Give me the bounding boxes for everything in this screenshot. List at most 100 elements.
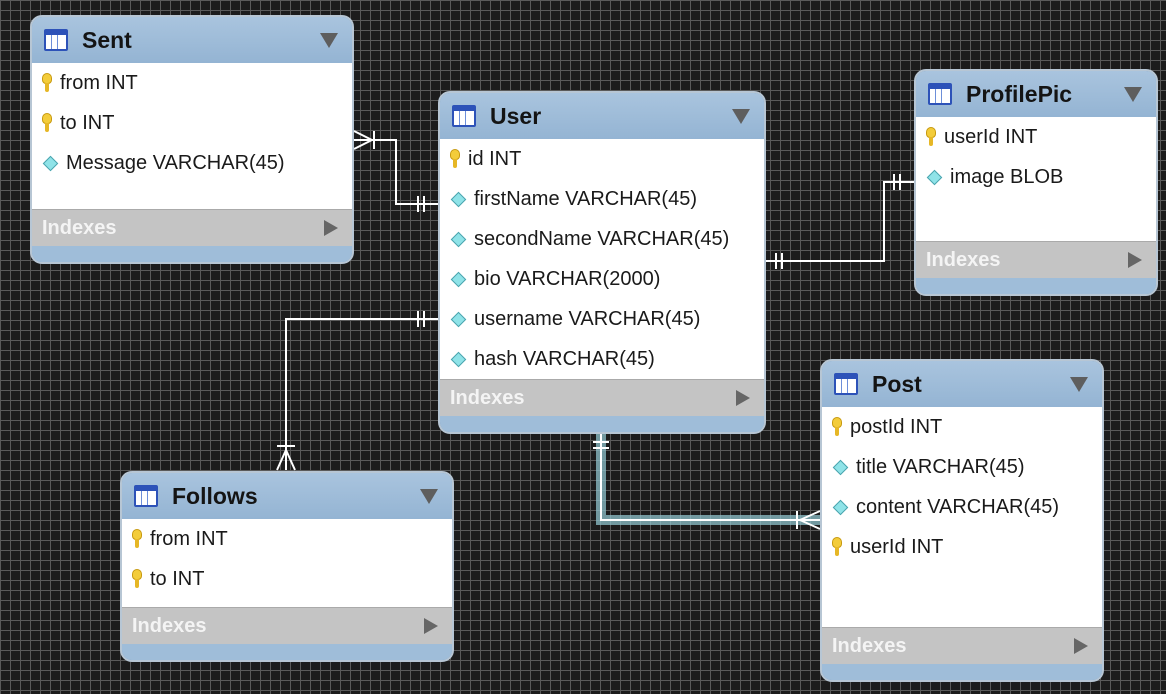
column-label: bio VARCHAR(2000) — [474, 267, 661, 290]
entity-title: User — [490, 102, 542, 129]
column-row[interactable]: postId INT — [822, 407, 1102, 447]
column-diamond-icon — [450, 231, 467, 247]
column-label: from INT — [60, 71, 138, 94]
column-row[interactable]: hash VARCHAR(45) — [440, 339, 764, 379]
indexes-section[interactable]: Indexes — [822, 627, 1102, 664]
column-label: userId INT — [944, 125, 1038, 148]
column-diamond-icon — [450, 351, 467, 367]
entity-header[interactable]: Post — [822, 361, 1102, 407]
column-row[interactable]: secondName VARCHAR(45) — [440, 219, 764, 259]
entity-footer — [122, 644, 452, 660]
column-row[interactable]: image BLOB — [916, 157, 1156, 197]
collapse-arrow-icon[interactable] — [732, 109, 750, 124]
column-label: to INT — [60, 111, 115, 134]
indexes-section[interactable]: Indexes — [916, 241, 1156, 278]
table-icon — [134, 485, 158, 507]
entity-title: Follows — [172, 482, 258, 509]
entity-footer — [440, 416, 764, 432]
primary-key-icon — [42, 73, 52, 93]
entity-title: Post — [872, 370, 922, 397]
entity-post[interactable]: Post postId INT title VARCHAR(45) conten… — [820, 359, 1104, 682]
indexes-label: Indexes — [450, 386, 525, 409]
column-diamond-icon — [42, 155, 59, 171]
primary-key-icon — [42, 113, 52, 133]
relationship-sent-user[interactable] — [353, 130, 438, 212]
expand-arrow-icon[interactable] — [1074, 638, 1088, 654]
column-label: userId INT — [850, 535, 944, 558]
primary-key-icon — [832, 417, 842, 437]
table-icon — [928, 83, 952, 105]
column-row[interactable]: to INT — [32, 103, 352, 143]
primary-key-icon — [832, 537, 842, 557]
column-label: title VARCHAR(45) — [856, 455, 1025, 478]
column-label: postId INT — [850, 415, 943, 438]
entity-sent[interactable]: Sent from INT to INT Message VARCHAR(45)… — [30, 15, 354, 264]
column-row[interactable]: Message VARCHAR(45) — [32, 143, 352, 183]
indexes-section[interactable]: Indexes — [122, 607, 452, 644]
column-label: username VARCHAR(45) — [474, 307, 701, 330]
column-row[interactable]: userId INT — [916, 117, 1156, 157]
column-row[interactable]: title VARCHAR(45) — [822, 447, 1102, 487]
column-row[interactable]: username VARCHAR(45) — [440, 299, 764, 339]
collapse-arrow-icon[interactable] — [1124, 87, 1142, 102]
indexes-label: Indexes — [926, 248, 1001, 271]
table-icon — [452, 105, 476, 127]
column-label: content VARCHAR(45) — [856, 495, 1060, 518]
entity-header[interactable]: Follows — [122, 473, 452, 519]
table-icon — [834, 373, 858, 395]
column-label: secondName VARCHAR(45) — [474, 227, 730, 250]
primary-key-icon — [132, 569, 142, 589]
indexes-label: Indexes — [42, 216, 117, 239]
column-row[interactable]: userId INT — [822, 527, 1102, 567]
primary-key-icon — [926, 127, 936, 147]
entity-footer — [32, 246, 352, 262]
entity-title: ProfilePic — [966, 80, 1073, 107]
collapse-arrow-icon[interactable] — [420, 489, 438, 504]
column-label: Message VARCHAR(45) — [66, 151, 285, 174]
entity-footer — [916, 278, 1156, 294]
column-diamond-icon — [450, 271, 467, 287]
column-diamond-icon — [926, 169, 943, 185]
column-label: image BLOB — [950, 165, 1064, 188]
entity-footer — [822, 664, 1102, 680]
column-row[interactable]: from INT — [32, 63, 352, 103]
collapse-arrow-icon[interactable] — [1070, 377, 1088, 392]
entity-follows[interactable]: Follows from INT to INT Indexes — [120, 471, 454, 662]
primary-key-icon — [132, 529, 142, 549]
entity-header[interactable]: ProfilePic — [916, 71, 1156, 117]
relationship-user-profilepic[interactable] — [766, 174, 914, 269]
entity-user[interactable]: User id INT firstName VARCHAR(45) second… — [438, 91, 766, 434]
expand-arrow-icon[interactable] — [736, 390, 750, 406]
primary-key-icon — [450, 149, 460, 169]
column-diamond-icon — [832, 459, 849, 475]
column-diamond-icon — [450, 311, 467, 327]
indexes-label: Indexes — [832, 634, 907, 657]
collapse-arrow-icon[interactable] — [320, 33, 338, 48]
expand-arrow-icon[interactable] — [324, 220, 338, 236]
column-row[interactable]: firstName VARCHAR(45) — [440, 179, 764, 219]
column-label: id INT — [468, 147, 522, 170]
relationship-user-post[interactable] — [593, 432, 821, 530]
column-row[interactable]: id INT — [440, 139, 764, 179]
column-row[interactable]: from INT — [122, 519, 452, 559]
entity-header[interactable]: User — [440, 93, 764, 139]
column-label: to INT — [150, 567, 205, 590]
column-diamond-icon — [450, 191, 467, 207]
relationship-user-follows[interactable] — [276, 311, 438, 471]
column-diamond-icon — [832, 499, 849, 515]
entity-profilepic[interactable]: ProfilePic userId INT image BLOB Indexes — [914, 69, 1158, 296]
column-row[interactable]: bio VARCHAR(2000) — [440, 259, 764, 299]
column-label: hash VARCHAR(45) — [474, 347, 655, 370]
indexes-section[interactable]: Indexes — [440, 379, 764, 416]
column-row[interactable]: to INT — [122, 559, 452, 599]
expand-arrow-icon[interactable] — [424, 618, 438, 634]
expand-arrow-icon[interactable] — [1128, 252, 1142, 268]
entity-title: Sent — [82, 26, 132, 53]
column-row[interactable]: content VARCHAR(45) — [822, 487, 1102, 527]
indexes-label: Indexes — [132, 614, 207, 637]
column-label: from INT — [150, 527, 228, 550]
entity-header[interactable]: Sent — [32, 17, 352, 63]
table-icon — [44, 29, 68, 51]
indexes-section[interactable]: Indexes — [32, 209, 352, 246]
